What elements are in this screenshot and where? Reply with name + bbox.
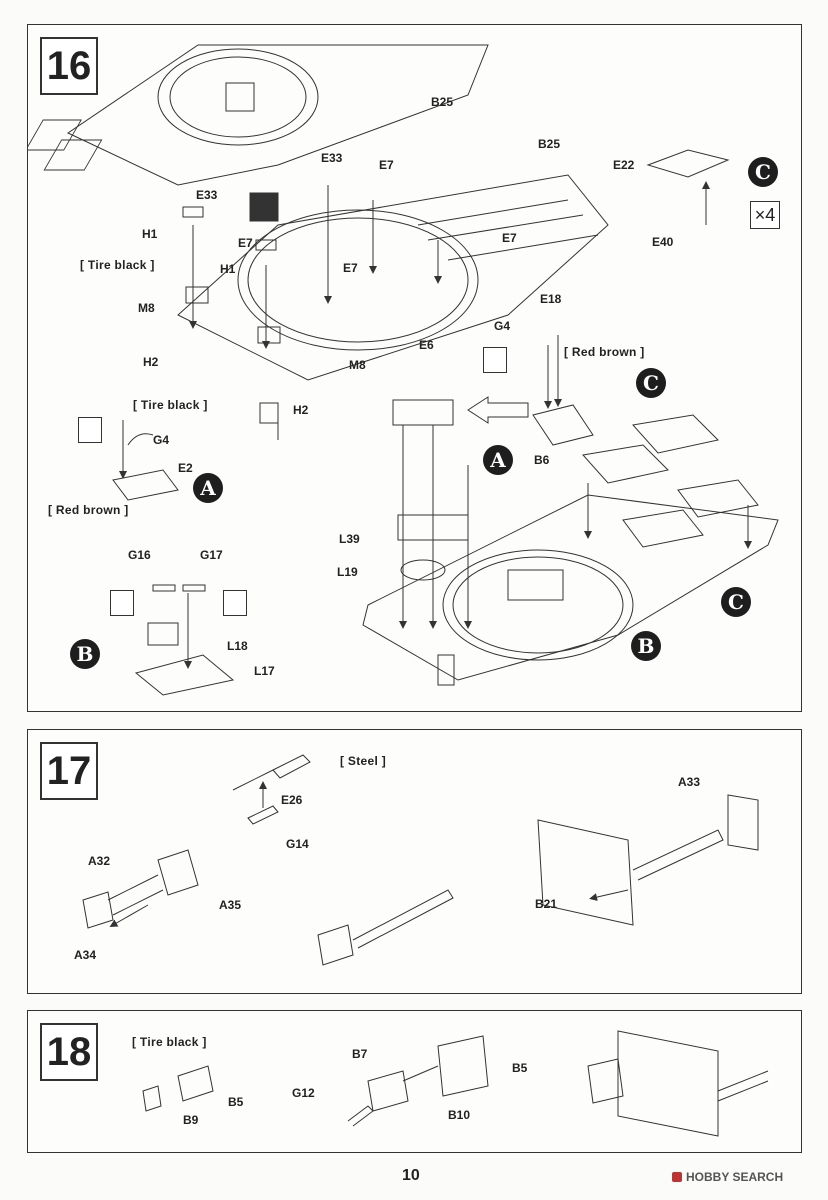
subassembly-marker-b: B [70, 639, 100, 669]
part-label-a34: A34 [74, 948, 97, 962]
paint-bottle-icon [483, 347, 507, 373]
subassembly-marker-c: C [721, 587, 751, 617]
part-label-e33: E33 [196, 188, 218, 202]
part-label-g12: G12 [292, 1086, 315, 1100]
part-label-e22: E22 [613, 158, 635, 172]
part-label-b25: B25 [431, 95, 454, 109]
part-label-e7: E7 [343, 261, 358, 275]
step-18-illustration [142, 1030, 769, 1137]
paint-note-tire-black: [ Tire black ] [132, 1035, 207, 1049]
step-18-panel: 18 [ Tire black ] B5 B9 B7 B5 G12 B10 [27, 1010, 802, 1153]
paint-bottle-icon [223, 590, 247, 616]
part-label-e18: E18 [540, 292, 562, 306]
part-label-g4: G4 [153, 433, 170, 447]
part-label-b21: B21 [535, 897, 558, 911]
part-label-e7: E7 [238, 236, 253, 250]
subassembly-marker-a: A [483, 445, 513, 475]
part-label-a33: A33 [678, 775, 701, 789]
paint-note-steel: [ Steel ] [340, 754, 387, 768]
part-label-b7: B7 [352, 1047, 368, 1061]
part-label-g4: G4 [494, 319, 511, 333]
step-number: 16 [40, 37, 98, 95]
part-label-g17: G17 [200, 548, 223, 562]
subassembly-marker-c: C [748, 157, 778, 187]
step-number: 18 [40, 1023, 98, 1081]
part-label-a32: A32 [88, 854, 111, 868]
part-label-e7: E7 [502, 231, 517, 245]
part-label-l18: L18 [227, 639, 248, 653]
part-label-b25: B25 [538, 137, 561, 151]
part-label-h1: H1 [220, 262, 236, 276]
page-number: 10 [402, 1167, 420, 1184]
part-label-g16: G16 [128, 548, 151, 562]
watermark-text: HOBBY SEARCH [686, 1170, 784, 1184]
hobby-search-logo-icon [672, 1172, 682, 1182]
step-17-illustration [82, 754, 759, 966]
part-label-h2: H2 [293, 403, 309, 417]
part-label-e40: E40 [652, 235, 674, 249]
part-label-b6: B6 [534, 453, 550, 467]
paint-note-tire-black: [ Tire black ] [133, 398, 208, 412]
step-17-panel: 17 [ Steel ] E26 [27, 729, 802, 994]
subassembly-marker-a: A [193, 473, 223, 503]
part-label-b10: B10 [448, 1108, 471, 1122]
paint-note-red-brown: [ Red brown ] [48, 503, 129, 517]
quantity-badge: ×4 [750, 201, 780, 229]
part-label-b5: B5 [512, 1061, 528, 1075]
step-number: 17 [40, 742, 98, 800]
part-label-h2: H2 [143, 355, 159, 369]
part-label-e26: E26 [281, 793, 303, 807]
part-label-l19: L19 [337, 565, 358, 579]
part-label-m8: M8 [138, 301, 155, 315]
part-label-l39: L39 [339, 532, 360, 546]
paint-bottle-icon [110, 590, 134, 616]
step-16-panel: 16 [27, 24, 802, 712]
part-label-a35: A35 [219, 898, 242, 912]
subassembly-marker-c: C [636, 368, 666, 398]
paint-note-red-brown: [ Red brown ] [564, 345, 645, 359]
part-label-h1: H1 [142, 227, 158, 241]
part-label-e7: E7 [379, 158, 394, 172]
step-16-illustration [28, 44, 779, 696]
part-label-b5: B5 [228, 1095, 244, 1109]
watermark: HOBBY SEARCH [672, 1170, 783, 1184]
part-label-g14: G14 [286, 837, 309, 851]
part-label-e33: E33 [321, 151, 343, 165]
subassembly-marker-b: B [631, 631, 661, 661]
paint-note-tire-black: [ Tire black ] [80, 258, 155, 272]
part-label-m8: M8 [349, 358, 366, 372]
part-label-e2: E2 [178, 461, 193, 475]
part-label-e6: E6 [419, 338, 434, 352]
part-label-b9: B9 [183, 1113, 199, 1127]
part-label-l17: L17 [254, 664, 275, 678]
paint-bottle-icon [78, 417, 102, 443]
